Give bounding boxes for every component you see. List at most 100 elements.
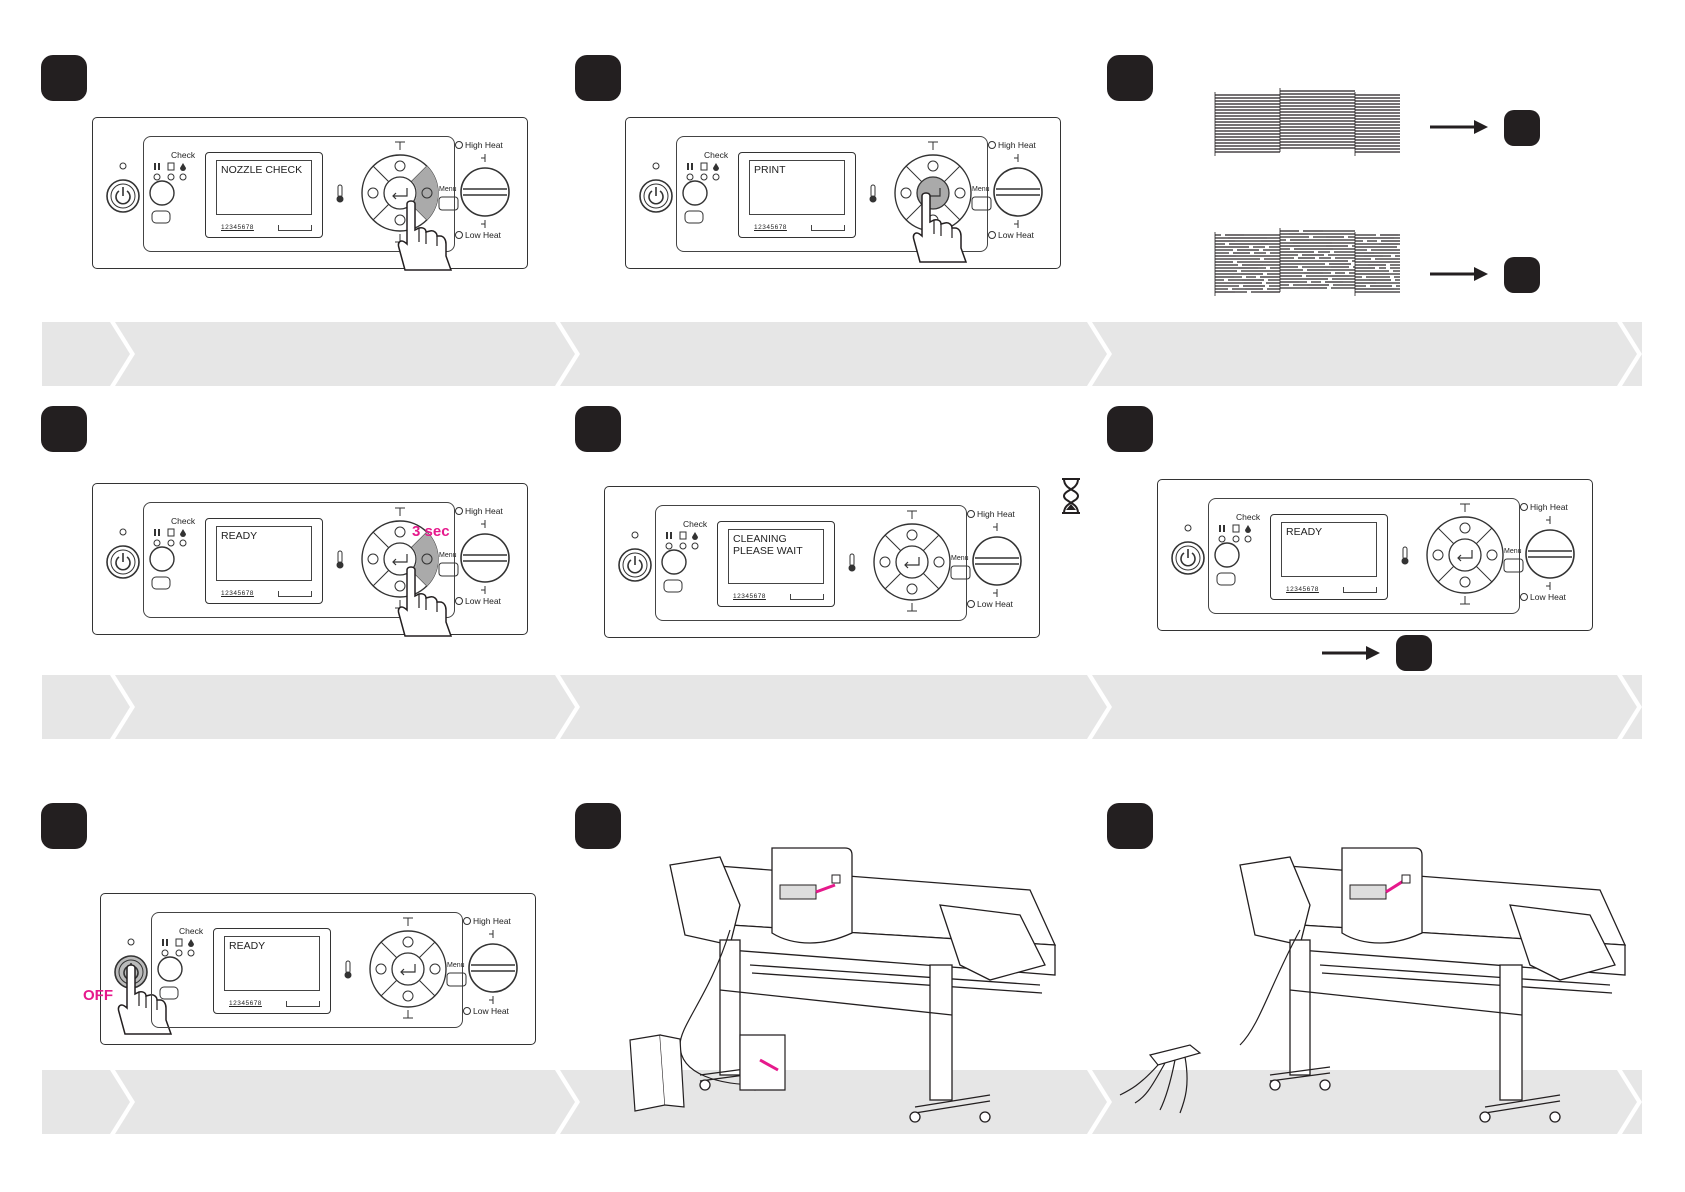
enter-icon <box>392 188 408 200</box>
ink-level-gauge <box>278 591 312 597</box>
low-heat-label: Low Heat <box>463 1006 509 1016</box>
menu-label: Menu <box>1504 548 1522 555</box>
left-arrow-icon <box>879 556 891 568</box>
trash-icon <box>151 210 171 224</box>
enter-button <box>1448 538 1482 572</box>
menu-label: Menu <box>447 962 465 969</box>
enter-icon <box>400 964 416 976</box>
left-arrow-icon <box>900 187 912 199</box>
left-arrow-icon <box>367 553 379 565</box>
menu-button[interactable] <box>1503 558 1525 574</box>
thermometer-icon <box>869 184 877 203</box>
pause-button[interactable] <box>157 956 187 1006</box>
ink-drop-icon <box>180 529 186 537</box>
up-arrow-icon <box>906 529 918 541</box>
ink-level-gauge <box>1343 587 1377 593</box>
menu-button[interactable] <box>438 562 460 578</box>
right-arrow-icon <box>933 556 945 568</box>
enter-icon <box>392 554 408 566</box>
lcd-message: READY <box>224 936 320 991</box>
check-label: Check <box>704 150 729 160</box>
menu-label: Menu <box>439 552 457 559</box>
thermometer-icon <box>848 553 856 572</box>
hand-pointer-icon <box>397 566 453 637</box>
pause-icon <box>687 163 689 170</box>
paper-icon <box>167 528 175 537</box>
panel-inner-frame <box>676 136 988 252</box>
cable <box>1239 929 1301 1046</box>
next-step-badge <box>1504 257 1540 293</box>
pause-button[interactable] <box>1214 542 1244 592</box>
ink-level-gauge <box>790 594 824 600</box>
power-button[interactable] <box>1168 522 1208 582</box>
menu-button[interactable] <box>950 565 972 581</box>
panel-inner-frame <box>143 502 455 618</box>
ink-drop-icon <box>1245 525 1251 533</box>
trash-icon <box>151 576 171 590</box>
high-heat-label: High Heat <box>988 140 1036 150</box>
power-button[interactable] <box>636 160 676 220</box>
pause-button[interactable] <box>661 549 691 599</box>
step-badge-4 <box>41 406 87 452</box>
power-button[interactable] <box>615 529 655 589</box>
connector-zoom-callout <box>771 847 853 944</box>
navigation-dpad[interactable] <box>857 507 967 617</box>
menu-button[interactable] <box>446 972 468 988</box>
right-arrow-icon <box>954 187 966 199</box>
up-arrow-icon <box>927 160 939 172</box>
navigation-dpad[interactable] <box>345 504 455 614</box>
pause-button[interactable] <box>149 180 179 230</box>
heat-dial[interactable] <box>992 152 1052 232</box>
step-badge-1 <box>41 55 87 101</box>
network-hub-icon <box>1119 1044 1202 1114</box>
arrow-right-icon <box>1322 635 1432 671</box>
status-indicators <box>665 531 699 550</box>
trash-icon <box>684 210 704 224</box>
hold-duration-label: 3 sec <box>412 523 450 540</box>
arrow-right-icon <box>1430 257 1540 293</box>
down-arrow-icon <box>394 214 406 226</box>
menu-label: Menu <box>972 186 990 193</box>
low-heat-label: Low Heat <box>988 230 1034 240</box>
printer-usb-connection-illustration <box>629 847 1057 1123</box>
heat-dial[interactable] <box>459 152 519 232</box>
step-badge-6 <box>1107 406 1153 452</box>
right-arrow-icon <box>1486 549 1498 561</box>
pause-button[interactable] <box>149 546 179 596</box>
heat-dial[interactable] <box>971 521 1031 601</box>
up-arrow-icon <box>928 141 938 150</box>
paper-icon <box>700 162 708 171</box>
menu-button[interactable] <box>438 196 460 212</box>
step-badge-3 <box>1107 55 1153 101</box>
status-indicators <box>686 162 720 181</box>
navigation-dpad[interactable] <box>353 914 463 1024</box>
lcd-message: NOZZLE CHECK <box>216 160 312 215</box>
pause-button[interactable] <box>682 180 712 230</box>
power-button[interactable] <box>103 526 143 586</box>
navigation-dpad[interactable] <box>1410 500 1520 610</box>
enter-button <box>895 545 929 579</box>
down-arrow-icon <box>1459 576 1471 588</box>
up-arrow-icon <box>1459 522 1471 534</box>
enter-icon <box>1457 550 1473 562</box>
connector-zoom-callout <box>1341 847 1423 944</box>
heat-dial[interactable] <box>1524 514 1584 594</box>
thermometer-icon <box>344 960 352 979</box>
menu-button[interactable] <box>971 196 993 212</box>
up-arrow-icon <box>402 936 414 948</box>
enter-icon <box>904 557 920 569</box>
nozzle-pattern-clogged <box>1214 228 1400 296</box>
navigation-dpad[interactable] <box>878 138 988 248</box>
down-arrow-icon <box>403 1010 413 1019</box>
heat-dial[interactable] <box>459 518 519 598</box>
up-arrow-icon <box>1460 503 1470 512</box>
heat-dial[interactable] <box>467 928 527 1008</box>
pause-icon <box>1219 525 1221 532</box>
left-arrow-icon <box>367 187 379 199</box>
power-button[interactable] <box>103 160 143 220</box>
high-heat-label: High Heat <box>455 140 503 150</box>
hourglass-icon <box>1062 478 1080 514</box>
